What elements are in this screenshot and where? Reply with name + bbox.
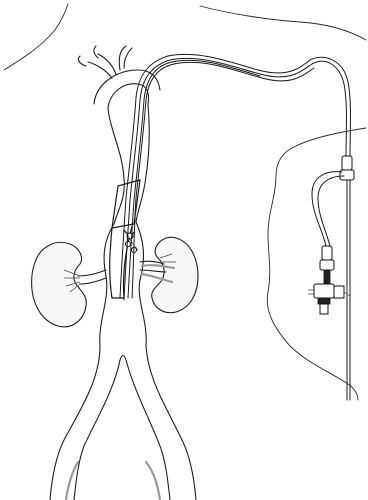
internal-iliac-right	[146, 462, 160, 500]
iliac-left-inner	[74, 360, 120, 500]
catheter-hub-device	[308, 156, 354, 400]
descending-aorta-left	[108, 108, 124, 224]
iliac-left-outer	[50, 346, 100, 500]
aortic-arch-outer	[94, 70, 160, 104]
shoulder-outline-left	[4, 4, 68, 70]
catheter-bundle	[120, 54, 351, 300]
shoulder-outline-top	[200, 6, 366, 40]
kidney-left	[32, 242, 87, 327]
patient-body-outline	[4, 4, 366, 400]
kidney-right	[152, 237, 198, 312]
iliac-right-inner	[126, 360, 170, 500]
